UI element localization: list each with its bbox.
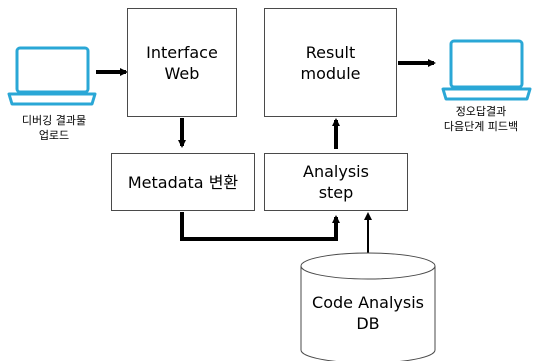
- laptop-icon: [441, 39, 532, 101]
- arrow-metadata-to-analysis: [180, 212, 340, 241]
- feedback-caption-line1: 정오답결과: [455, 105, 507, 118]
- upload-caption: 디버깅 결과물 업로드: [4, 113, 104, 143]
- metadata-label: Metadata 변환: [127, 172, 239, 192]
- database-cylinder: [300, 252, 436, 361]
- interface-web-label-line2: Web: [164, 63, 200, 83]
- database-label-line1: Code Analysis: [312, 293, 424, 312]
- result-module-label-line2: module: [300, 63, 361, 83]
- feedback-caption: 정오답결과 다음단계 피드백: [430, 104, 532, 134]
- analysis-step-label-line1: Analysis: [303, 162, 369, 181]
- upload-caption-line1: 디버깅 결과물: [21, 114, 87, 127]
- feedback-caption-line2: 다음단계 피드백: [443, 120, 519, 133]
- analysis-step-label-line2: step: [318, 183, 354, 202]
- analysis-step-box: Analysis step: [264, 153, 408, 211]
- interface-web-label-line1: Interface: [146, 42, 218, 62]
- interface-web-box: Interface Web: [127, 8, 237, 117]
- result-module-label-line1: Result: [305, 42, 356, 62]
- upload-caption-line2: 업로드: [38, 129, 70, 142]
- result-module-box: Result module: [264, 8, 397, 117]
- database-label: Code Analysis DB: [301, 292, 435, 334]
- metadata-box: Metadata 변환: [111, 153, 255, 211]
- database-label-line2: DB: [356, 314, 380, 333]
- laptop-icon: [7, 46, 97, 106]
